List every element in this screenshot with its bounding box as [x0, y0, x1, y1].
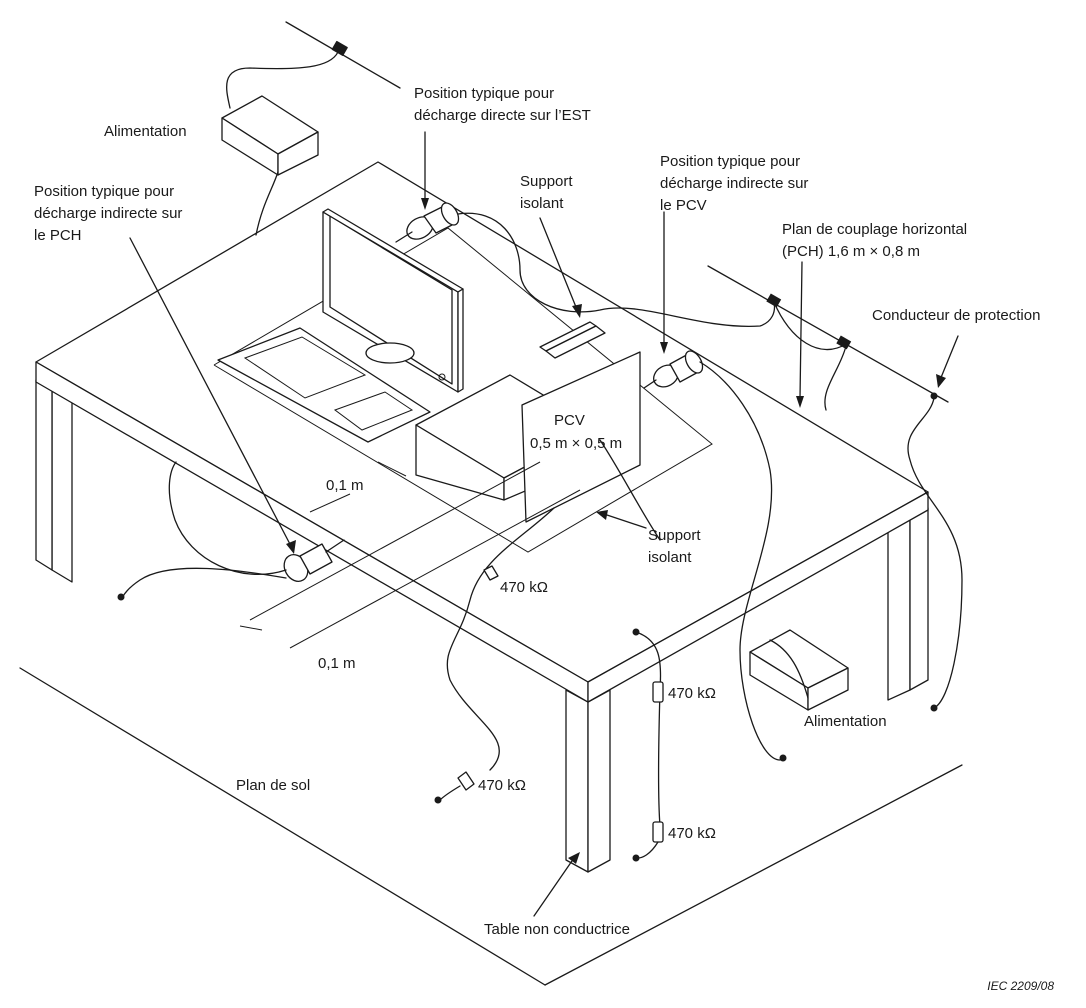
label-pcv-size: 0,5 m × 0,5 m	[530, 435, 622, 452]
leader-lines	[129, 131, 959, 917]
dimension-lines	[239, 461, 581, 649]
power-supply-bottom	[749, 629, 849, 711]
power-supply-top	[221, 95, 319, 176]
label-pch-discharge-line3: le PCH	[34, 227, 82, 244]
label-pcv-discharge-line1: Position typique pour	[660, 153, 800, 170]
protective-conductor-top	[226, 21, 401, 109]
ground-plane	[19, 667, 963, 986]
label-distance-bottom: 0,1 m	[318, 655, 356, 672]
label-power-supply-top: Alimentation	[104, 123, 187, 140]
table-leg-back-left	[35, 379, 73, 583]
label-resistor-4: 470 kΩ	[668, 825, 716, 842]
label-support-top-line1: Support	[520, 173, 573, 190]
figure-reference: IEC 2209/08	[987, 979, 1054, 993]
label-pch-discharge-line2: décharge indirecte sur	[34, 205, 182, 222]
esd-gun-direct	[395, 202, 460, 243]
table-leg-right	[887, 507, 929, 701]
vertical-coupling-plane	[521, 351, 641, 523]
label-direct-discharge-line2: décharge directe sur l’EST	[414, 107, 591, 124]
label-pch-discharge-line1: Position typique pour	[34, 183, 174, 200]
label-ground-plane: Plan de sol	[236, 777, 310, 794]
label-pcv-discharge-line3: le PCV	[660, 197, 707, 214]
label-resistor-1: 470 kΩ	[500, 579, 548, 596]
label-resistor-2: 470 kΩ	[668, 685, 716, 702]
table-leg-front	[565, 689, 611, 873]
insulating-support-strip	[539, 321, 606, 359]
label-protective-conductor: Conducteur de protection	[872, 307, 1040, 324]
keyboard	[217, 327, 431, 443]
monitor	[322, 208, 464, 393]
label-power-supply-bottom: Alimentation	[804, 713, 887, 730]
cables	[117, 171, 963, 862]
label-pcv-discharge-line2: décharge indirecte sur	[660, 175, 808, 192]
label-support-bottom-line1: Support	[648, 527, 701, 544]
label-table: Table non conductrice	[484, 921, 630, 938]
label-pch-line2: (PCH) 1,6 m × 0,8 m	[782, 243, 920, 260]
label-direct-discharge-line1: Position typique pour	[414, 85, 554, 102]
protective-conductor-right	[707, 265, 949, 403]
esd-gun-pch	[283, 539, 345, 582]
esd-gun-pcv	[643, 350, 704, 389]
labels: Alimentation Position typique pour décha…	[34, 85, 1054, 993]
label-resistor-3: 470 kΩ	[478, 777, 526, 794]
label-distance-top: 0,1 m	[326, 477, 364, 494]
label-support-bottom-line2: isolant	[648, 549, 692, 566]
label-support-top-line2: isolant	[520, 195, 564, 212]
label-pch-line1: Plan de couplage horizontal	[782, 221, 967, 238]
label-pcv-title: PCV	[554, 412, 585, 429]
